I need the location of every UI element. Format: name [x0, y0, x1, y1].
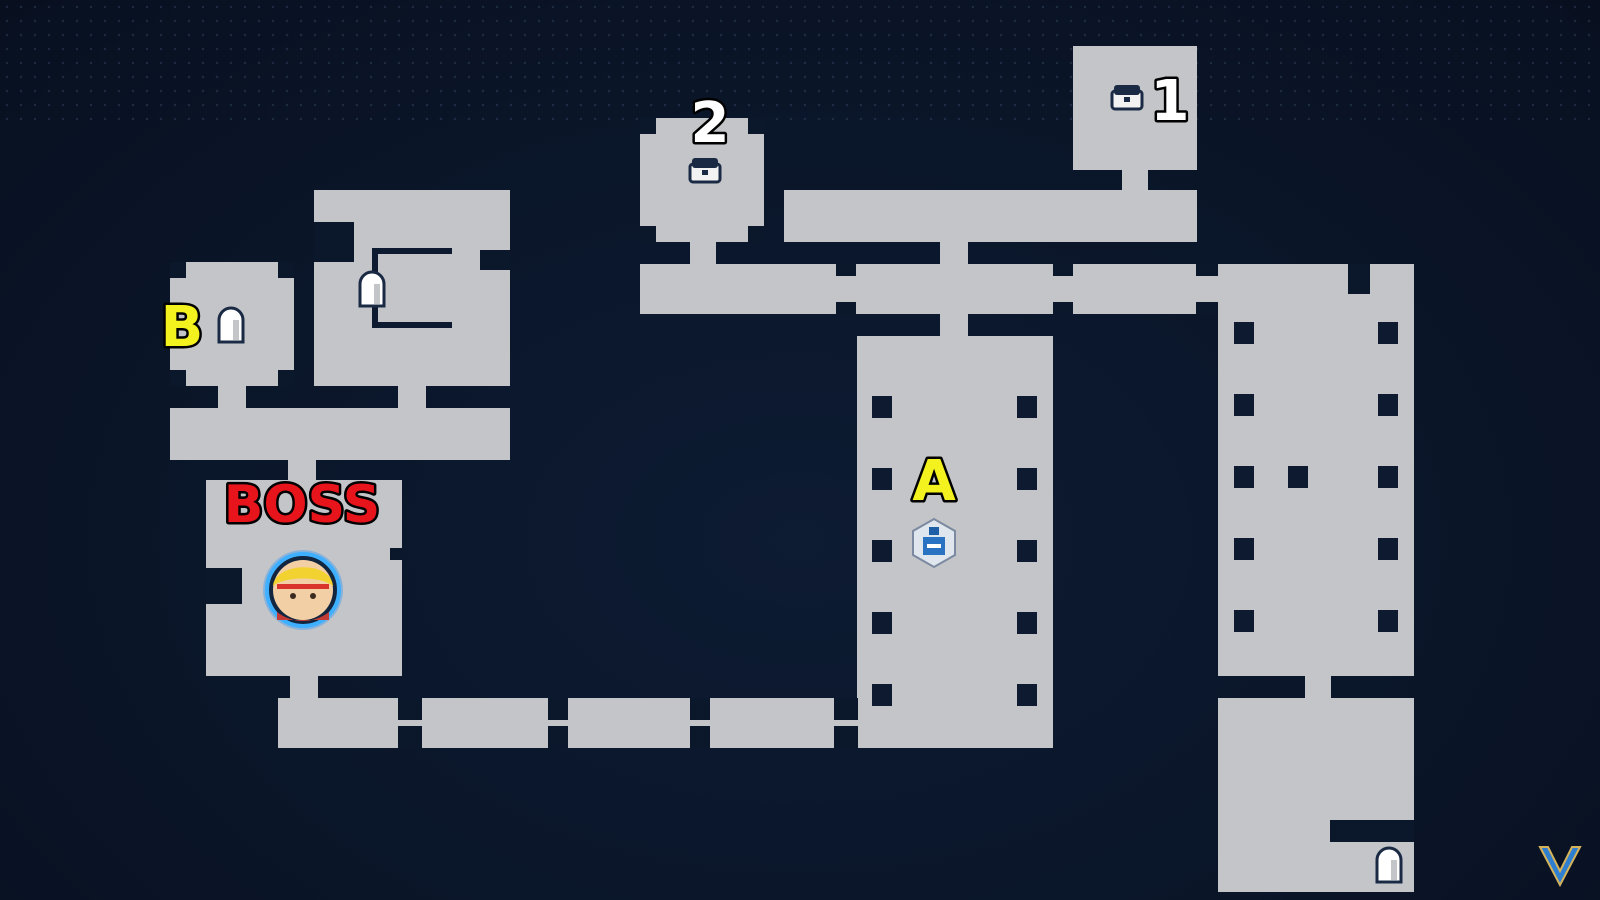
- background-dot-pattern: [0, 0, 1600, 120]
- pillar: [1234, 466, 1254, 488]
- pillar: [872, 468, 892, 490]
- wall-notch: [834, 698, 858, 720]
- wall-notch: [1348, 264, 1370, 294]
- pillar: [1378, 610, 1398, 632]
- corridor-north: [784, 190, 1197, 242]
- connector-t2: [690, 240, 716, 266]
- wall-notch: [748, 226, 764, 242]
- connector-t1: [1122, 168, 1148, 194]
- treasure-chest-icon[interactable]: [688, 158, 722, 184]
- connector-mid-a: [940, 312, 968, 338]
- wall-notch: [1196, 264, 1218, 276]
- corridor-west: [170, 408, 510, 460]
- wall-notch: [398, 726, 422, 748]
- treasure-label-2: 2: [691, 91, 730, 156]
- potion-icon[interactable]: [912, 517, 956, 569]
- point-label-a: A: [912, 449, 956, 514]
- pillar: [1378, 466, 1398, 488]
- treasure-chest-icon[interactable]: [1110, 85, 1144, 111]
- wall-notch: [278, 262, 294, 278]
- wall-notch: [836, 264, 856, 276]
- map-pillars: [872, 322, 1398, 706]
- wall-notch: [390, 548, 402, 560]
- connector-boss: [288, 458, 316, 480]
- pillar: [1017, 396, 1037, 418]
- connector-east: [1305, 674, 1331, 698]
- wall-notch: [206, 568, 242, 604]
- player-avatar-icon[interactable]: [263, 550, 343, 630]
- wall-notch: [834, 726, 858, 748]
- wall-notch: [1196, 302, 1218, 314]
- wall-notch: [398, 698, 422, 720]
- connector-boss-south: [290, 674, 318, 698]
- pillar: [1234, 322, 1254, 344]
- door-icon[interactable]: [217, 306, 245, 344]
- pillar: [1378, 394, 1398, 416]
- connector-t1-corridor: [1058, 190, 1078, 230]
- point-label-b: B: [161, 295, 204, 360]
- pillar: [1017, 684, 1037, 706]
- pillar: [1234, 394, 1254, 416]
- pillar: [1234, 538, 1254, 560]
- wall-notch: [836, 302, 856, 314]
- wall-notch: [748, 118, 764, 134]
- wall-notch: [1053, 264, 1073, 276]
- wall-notch: [690, 726, 710, 748]
- pillar: [872, 612, 892, 634]
- wall-notch: [1053, 302, 1073, 314]
- wall-notch: [548, 698, 568, 720]
- pillar: [1234, 610, 1254, 632]
- wall-notch: [548, 726, 568, 748]
- door-icon[interactable]: [358, 270, 386, 308]
- treasure-label-1: 1: [1151, 69, 1190, 134]
- wall-notch: [1330, 820, 1414, 842]
- connector-b: [218, 384, 246, 410]
- wall-notch: [480, 250, 510, 270]
- wall-notch: [278, 370, 294, 386]
- corridor-south: [278, 698, 1053, 748]
- wall-notch: [640, 226, 656, 242]
- pillar: [872, 684, 892, 706]
- map-floor: [170, 46, 1414, 892]
- wall-notch: [170, 262, 186, 278]
- room-north-west: [314, 190, 510, 386]
- pillar: [1017, 540, 1037, 562]
- boss-label: BOSS: [224, 475, 380, 535]
- wall-notch: [690, 698, 710, 720]
- pillar: [1017, 612, 1037, 634]
- v-logo-icon: [1538, 846, 1582, 888]
- pillar: [1378, 322, 1398, 344]
- wall-notch: [640, 118, 656, 134]
- pillar: [872, 396, 892, 418]
- wall-notch: [170, 370, 186, 386]
- connector-nw: [398, 384, 426, 410]
- pillar: [1378, 538, 1398, 560]
- pillar: [1288, 466, 1308, 488]
- connector-corridor-a: [940, 240, 968, 266]
- pillar: [1017, 468, 1037, 490]
- wall-notch: [314, 222, 354, 262]
- door-icon[interactable]: [1375, 846, 1403, 884]
- pillar: [872, 540, 892, 562]
